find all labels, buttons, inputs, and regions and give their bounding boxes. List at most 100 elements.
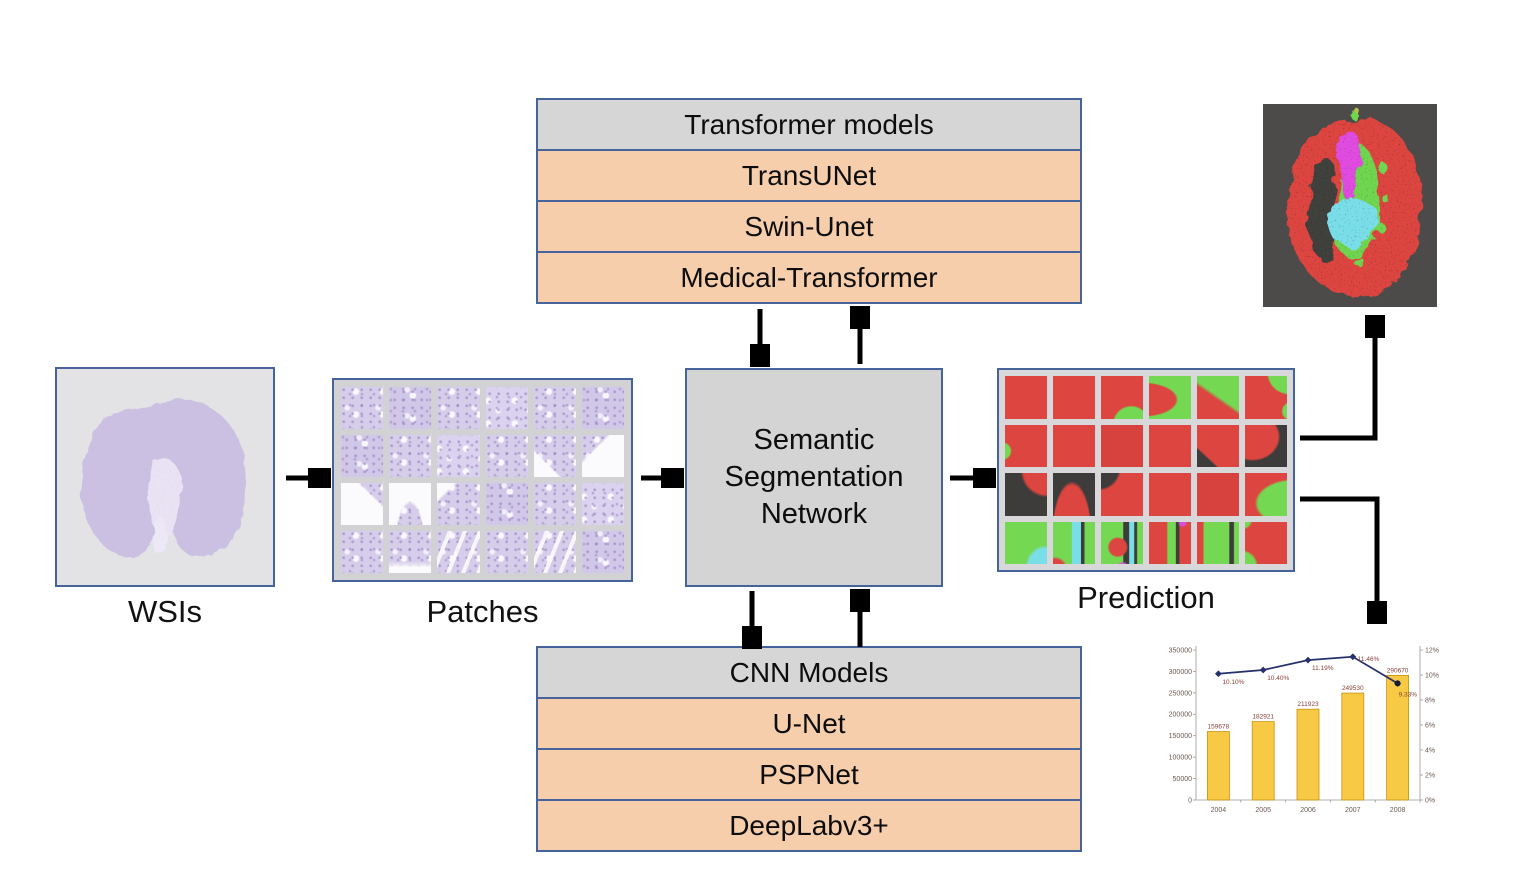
svg-text:11.46%: 11.46% (1358, 656, 1380, 663)
svg-text:249530: 249530 (1342, 685, 1364, 692)
segmentation-result-drawing (1263, 104, 1437, 307)
grid-cell (341, 387, 384, 429)
grid-cell (1245, 521, 1287, 564)
grid-cell (1245, 473, 1287, 516)
grid-cell (1053, 376, 1095, 419)
grid-cell (581, 483, 624, 525)
svg-text:9.33%: 9.33% (1399, 691, 1418, 698)
svg-text:2007: 2007 (1345, 807, 1361, 814)
grid-cell (437, 387, 480, 429)
grid-cell (341, 483, 384, 525)
grid-cell (533, 387, 576, 429)
grid-cell (437, 435, 480, 477)
model-row-transunet: TransUNet (538, 151, 1080, 200)
grid-cell (1245, 424, 1287, 467)
grid-cell (1149, 424, 1191, 467)
grid-cell (1101, 473, 1143, 516)
grid-cell (1197, 473, 1239, 516)
grid-cell (1149, 473, 1191, 516)
svg-text:12%: 12% (1425, 647, 1439, 654)
svg-text:10%: 10% (1425, 672, 1439, 679)
cnn-models-header: CNN Models (538, 648, 1080, 699)
grid-cell (581, 387, 624, 429)
patches-image (332, 378, 633, 582)
grid-cell (341, 531, 384, 573)
svg-text:2008: 2008 (1390, 807, 1406, 814)
grid-cell (389, 387, 432, 429)
grid-cell (389, 531, 432, 573)
grid-cell (581, 531, 624, 573)
grid-cell (437, 483, 480, 525)
prediction-image (997, 368, 1295, 572)
grid-cell (485, 531, 528, 573)
svg-text:6%: 6% (1425, 722, 1435, 729)
grid-cell (1053, 473, 1095, 516)
grid-cell (1197, 521, 1239, 564)
grid-cell (533, 483, 576, 525)
svg-text:211923: 211923 (1297, 701, 1319, 708)
svg-text:10.10%: 10.10% (1222, 679, 1244, 686)
grid-cell (1149, 376, 1191, 419)
svg-text:50000: 50000 (1173, 776, 1193, 783)
svg-text:2006: 2006 (1300, 807, 1316, 814)
grid-cell (1101, 376, 1143, 419)
wsi-label: WSIs (127, 594, 203, 629)
grid-cell (1149, 521, 1191, 564)
grid-cell (533, 531, 576, 573)
arrow-prediction-to-result (1300, 335, 1375, 441)
svg-text:200000: 200000 (1169, 712, 1192, 719)
grid-cell (1053, 521, 1095, 564)
semantic-segmentation-network-label: Semantic Segmentation Network (724, 424, 904, 530)
grid-cell (1197, 424, 1239, 467)
svg-text:2005: 2005 (1255, 807, 1271, 814)
svg-text:250000: 250000 (1169, 690, 1192, 697)
model-row-medical-transformer: Medical-Transformer (538, 251, 1080, 302)
svg-text:350000: 350000 (1169, 647, 1192, 654)
patches-label: Patches (426, 594, 539, 629)
grid-cell (1005, 521, 1047, 564)
grid-cell (1197, 376, 1239, 419)
grid-cell (341, 435, 384, 477)
svg-text:0%: 0% (1425, 797, 1435, 804)
grid-cell (581, 435, 624, 477)
prediction-label: Prediction (1077, 580, 1215, 615)
grid-cell (437, 531, 480, 573)
svg-text:182921: 182921 (1252, 714, 1274, 721)
svg-text:4%: 4% (1425, 747, 1435, 754)
model-row-pspnet: PSPNet (538, 748, 1080, 799)
svg-text:290670: 290670 (1387, 667, 1409, 674)
grid-cell (1245, 376, 1287, 419)
wsi-image (55, 367, 275, 587)
svg-text:8%: 8% (1425, 697, 1435, 704)
grid-cell (1005, 376, 1047, 419)
svg-text:159678: 159678 (1208, 724, 1230, 731)
wsi-tissue-drawing (81, 400, 247, 558)
svg-text:150000: 150000 (1169, 733, 1192, 740)
semantic-segmentation-network-box: Semantic Segmentation Network (685, 368, 943, 587)
svg-text:300000: 300000 (1169, 669, 1192, 676)
grid-cell (485, 387, 528, 429)
svg-text:100000: 100000 (1169, 755, 1192, 762)
model-row-deeplabv3-: DeepLabv3+ (538, 799, 1080, 850)
grid-cell (1005, 473, 1047, 516)
arrow-prediction-to-chart (1300, 496, 1377, 604)
grid-cell (1101, 424, 1143, 467)
grid-cell (533, 435, 576, 477)
grid-cell (1005, 424, 1047, 467)
model-row-swin-unet: Swin-Unet (538, 200, 1080, 251)
svg-text:11.19%: 11.19% (1312, 665, 1334, 672)
model-row-u-net: U-Net (538, 699, 1080, 748)
grid-cell (485, 435, 528, 477)
svg-text:2%: 2% (1425, 772, 1435, 779)
grid-cell (1053, 424, 1095, 467)
grid-cell (1101, 521, 1143, 564)
transformer-models-header: Transformer models (538, 100, 1080, 151)
segmentation-result-image (1263, 104, 1437, 307)
grid-cell (389, 483, 432, 525)
